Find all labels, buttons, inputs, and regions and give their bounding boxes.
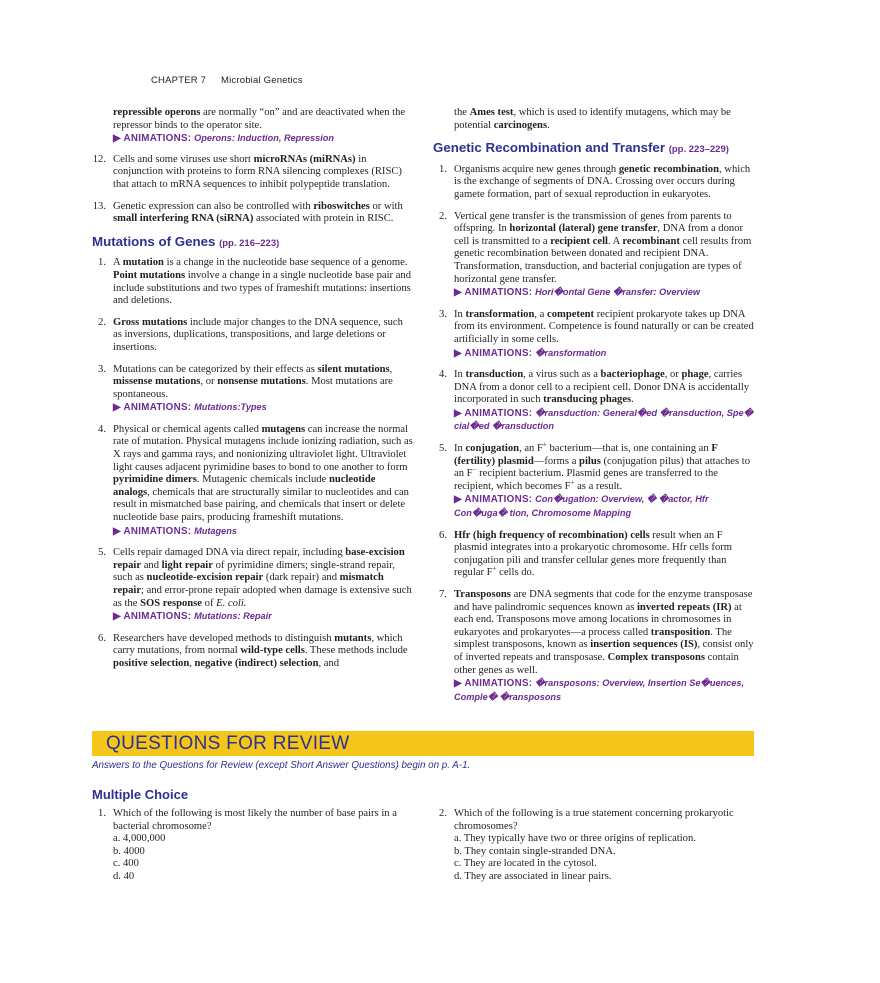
continued-paragraph: the Ames test, which is used to identify…: [454, 107, 731, 131]
list-item: 4. In transduction, a virus such as a ba…: [433, 369, 755, 434]
running-header: CHAPTER 7 Microbial Genetics: [151, 75, 303, 86]
animation-link[interactable]: ▶ ANIMATIONS: Operons: Induction, Repres…: [113, 133, 334, 145]
answers-note: Answers to the Questions for Review (exc…: [92, 760, 471, 771]
right-column: the Ames test, which is used to identify…: [433, 107, 755, 713]
section-heading: Mutations of Genes (pp. 216–223): [92, 233, 280, 249]
question-1: 1. Which of the following is most likely…: [92, 808, 412, 884]
animation-link[interactable]: ▶ ANIMATIONS: Hori�ontal Gene �ransfer: …: [454, 287, 700, 299]
list-item: 3. In transformation, a competent recipi…: [439, 308, 754, 359]
animation-link[interactable]: ▶ ANIMATIONS: Mutations: Repair: [113, 611, 272, 623]
chapter-title: Microbial Genetics: [220, 75, 303, 86]
animation-link[interactable]: ▶ ANIMATIONS: Mutagens: [113, 525, 237, 537]
continued-paragraph: repressible operons are normally “on” an…: [92, 107, 414, 146]
left-column: repressible operons are normally “on” an…: [92, 107, 414, 680]
list-item: 4. Physical or chemical agents called mu…: [98, 423, 413, 537]
list-item: 7. Transposons are DNA segments that cod…: [433, 589, 755, 704]
list-item: 2. Gross mutations include major changes…: [98, 316, 403, 353]
answer-option: b. They contain single-stranded DNA.: [454, 845, 616, 857]
list-item: 1. Organisms acquire new genes through g…: [439, 163, 751, 200]
review-title: QUESTIONS FOR REVIEW: [106, 733, 350, 754]
list-item: 1. A mutation is a change in the nucleot…: [98, 257, 412, 307]
list-item: 5. In conjugation, an F+ bacterium—that …: [433, 441, 755, 521]
answer-option: d. 40: [113, 870, 135, 882]
question-2: 2. Which of the following is a true stat…: [433, 808, 753, 884]
answer-option: b. 4000: [113, 845, 145, 857]
list-item: 13. Genetic expression can also be contr…: [92, 200, 403, 225]
multiple-choice-heading: Multiple Choice: [92, 787, 189, 802]
section-heading: Genetic Recombination and Transfer (pp. …: [433, 140, 729, 156]
list-item: 2. Vertical gene transfer is the transmi…: [433, 211, 755, 300]
answer-option: c. They are located in the cytosol.: [454, 858, 597, 870]
chapter-label: CHAPTER 7: [151, 75, 207, 86]
list-item: 12. Cells and some viruses use short mic…: [92, 153, 402, 190]
animation-link[interactable]: ▶ ANIMATIONS: �ransformation: [454, 347, 607, 359]
text: are normally “on” and are deactivated wh…: [113, 107, 406, 131]
list-item: 6. Researchers have developed methods to…: [98, 632, 408, 669]
question-stem: 1. Which of the following is most likely…: [98, 808, 397, 832]
animation-link[interactable]: ▶ ANIMATIONS: �ransposons: Overview, Ins…: [454, 678, 745, 702]
answer-option: a. They typically have two or three orig…: [454, 833, 696, 845]
answer-option: d. They are associated in linear pairs.: [454, 870, 612, 882]
list-item: 3. Mutations can be categorized by their…: [92, 364, 414, 415]
animation-link[interactable]: ▶ ANIMATIONS: Mutations:Types: [113, 402, 267, 414]
answer-option: a. 4,000,000: [113, 833, 166, 845]
animation-link[interactable]: ▶ ANIMATIONS: �ransduction: General�ed �…: [454, 407, 754, 432]
answer-option: c. 400: [113, 858, 139, 870]
review-banner: QUESTIONS FOR REVIEW: [92, 731, 754, 756]
list-item: 5. Cells repair damaged DNA via direct r…: [92, 547, 414, 624]
question-stem: 2. Which of the following is a true stat…: [439, 808, 734, 832]
animation-link[interactable]: ▶ ANIMATIONS: Con�ugation: Overview, � �…: [454, 494, 709, 519]
term: repressible operons: [113, 107, 201, 118]
list-item: 6. Hfr (high frequency of recombination)…: [439, 529, 733, 579]
